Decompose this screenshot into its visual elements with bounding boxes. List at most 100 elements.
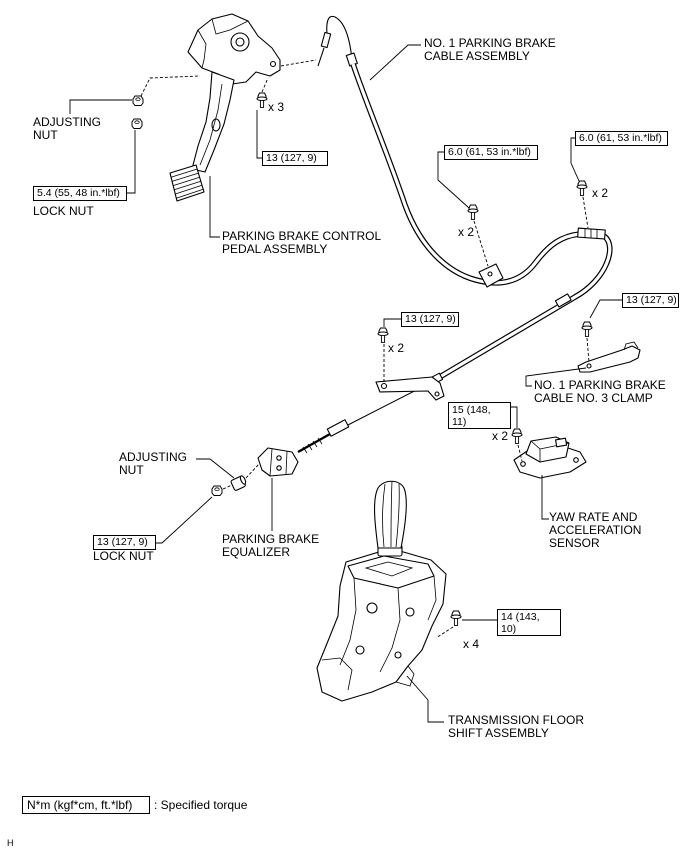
leader-line-pedal-assembly xyxy=(209,176,220,238)
cable-main-core xyxy=(351,63,581,285)
leader-line-shift-assembly xyxy=(406,675,444,723)
cable-clamp-label: NO. 1 PARKING BRAKE CABLE NO. 3 CLAMP xyxy=(534,379,666,405)
equalizer-label-line1: PARKING BRAKE xyxy=(222,532,320,546)
pedal-bracket-flange xyxy=(197,29,207,69)
clamp-bolt xyxy=(581,321,593,337)
pedal-pad-grip-line xyxy=(175,184,203,195)
lock-nut-bottom-label: LOCK NUT xyxy=(93,549,154,563)
sensor-mount-hole xyxy=(520,461,526,467)
legend-unit-box: N*m (kgf*cm, ft.*lbf) xyxy=(22,796,150,814)
leader-line-lock-nut-top xyxy=(127,130,136,194)
equalizer-label-line2: EQUALIZER xyxy=(222,545,291,559)
pedal-pad-grip xyxy=(170,168,204,199)
quantity-cable-bracket-bolts: x 2 xyxy=(388,341,405,355)
yaw-sensor-label-line2: ACCELERATION xyxy=(549,523,642,537)
cable-clamp-label-line2: CABLE NO. 3 CLAMP xyxy=(534,391,653,405)
leader-line-cable-assembly xyxy=(369,44,421,81)
quantity-pedal-bolts: x 3 xyxy=(268,100,285,114)
cable-threaded-rod xyxy=(297,419,350,454)
shift-knob xyxy=(374,480,407,549)
pedal-spring-center xyxy=(235,37,245,47)
dashed-line-mid-bolt-to-bracket xyxy=(473,220,489,267)
equalizer-body xyxy=(257,447,299,477)
lock-nut-bottom xyxy=(211,485,223,496)
cable-clamp-label-line1: NO. 1 PARKING BRAKE xyxy=(534,378,666,392)
cable-rod-fitting xyxy=(326,419,350,437)
cable-assembly-label-line2: CABLE ASSEMBLY xyxy=(424,49,530,63)
equalizer-label: PARKING BRAKE EQUALIZER xyxy=(222,533,319,559)
cable-rod-thread xyxy=(317,437,323,445)
leader-line-cable-clamp xyxy=(525,367,587,387)
pedal-pad-grip-line xyxy=(171,172,199,182)
shift-frame-hole xyxy=(366,602,378,614)
leader-line-clamp-bolt xyxy=(589,299,622,319)
dashed-line-adjusting-nut-to-equalizer xyxy=(245,463,260,479)
cable-rod-thread xyxy=(302,446,308,454)
clamp-bolt-hole xyxy=(586,363,592,369)
cable-rear-outline xyxy=(436,233,613,381)
pedal-bracket-rib xyxy=(211,18,249,35)
leader-line-adjusting-nut-bottom xyxy=(196,458,235,479)
equalizer-hole xyxy=(276,455,282,461)
shift-frame-rib xyxy=(427,575,437,621)
leader-line-adjusting-nut-top xyxy=(69,99,132,114)
quantity-sensor-bolts: x 2 xyxy=(492,429,509,443)
yaw-rate-acceleration-sensor xyxy=(513,436,587,479)
parking-brake-control-pedal-assembly xyxy=(169,13,281,202)
sensor-body-edge xyxy=(530,440,541,450)
shift-knob-ridge xyxy=(390,480,393,548)
sensor-bolt xyxy=(511,428,523,444)
cable-mid-bracket-hole xyxy=(487,271,493,277)
pedal-pad-grip-line xyxy=(174,180,201,191)
shift-assembly-label: TRANSMISSION FLOOR SHIFT ASSEMBLY xyxy=(448,714,584,740)
cable-bolt-mid xyxy=(467,204,479,220)
shift-frame xyxy=(316,550,447,702)
adjusting-nut-top-label-line2: NUT xyxy=(33,128,58,142)
dashed-line-shift-bolt xyxy=(435,626,454,639)
torque-box-cable-bolts-right: 6.0 (61, 53 in.*lbf) xyxy=(575,131,668,146)
pedal-assembly-label-line2: PEDAL ASSEMBLY xyxy=(222,242,328,256)
leader-line-cable-bracket-bolts xyxy=(383,318,401,327)
dashed-line-pedal-to-cable xyxy=(280,59,317,67)
pedal-bolt xyxy=(256,92,268,108)
pedal-pad-grip-line xyxy=(176,188,204,199)
cable-assembly-label: NO. 1 PARKING BRAKE CABLE ASSEMBLY xyxy=(424,37,556,63)
dashed-line-sensor-bolt xyxy=(517,444,523,462)
adjusting-nut-bottom-label-line1: ADJUSTING xyxy=(119,450,188,464)
cable-rear-bracket-hole xyxy=(380,382,388,390)
shift-bolt xyxy=(450,610,462,626)
adjusting-nut-bottom-label-line2: NUT xyxy=(119,463,144,477)
adjusting-nut-bottom xyxy=(230,475,247,491)
clamp-hook xyxy=(623,341,639,351)
equalizer-edge xyxy=(269,448,273,477)
cable-rod-thread xyxy=(312,440,318,448)
shift-frame-hole xyxy=(405,607,415,617)
sensor-connector xyxy=(555,437,568,448)
shift-knob-ridge xyxy=(382,483,386,548)
cable-joint-fitting xyxy=(577,227,606,240)
pedal-pad-grip-line xyxy=(170,168,198,178)
torque-box-lock-nut-bottom: 13 (127, 9) xyxy=(93,535,156,550)
cable-grommet xyxy=(554,293,572,308)
cable-front-wire xyxy=(326,15,353,61)
sensor-mount-hole xyxy=(573,457,579,463)
adjusting-nut-top xyxy=(132,95,144,106)
yaw-sensor-label-line1: YAW RATE AND xyxy=(549,510,638,524)
lock-nut-top xyxy=(131,118,143,129)
pedal-arm-rib xyxy=(199,83,223,166)
shift-assembly-label-line1: TRANSMISSION FLOOR xyxy=(448,713,585,727)
cable-joint-body xyxy=(577,227,606,240)
shift-assembly-label-line2: SHIFT ASSEMBLY xyxy=(448,726,549,740)
leader-line-pedal-bolts xyxy=(256,110,262,159)
lock-nut-top-label: LOCK NUT xyxy=(33,204,94,218)
torque-box-shift-bolts-line2: 10) xyxy=(501,623,517,635)
torque-box-clamp-bolt: 13 (127, 9) xyxy=(622,293,679,308)
dashed-line-bolt-to-pedal xyxy=(261,77,269,93)
equalizer-hole xyxy=(276,465,282,471)
shift-frame-hole xyxy=(394,651,402,659)
parking-brake-equalizer xyxy=(257,447,299,477)
torque-box-sensor-bolts-line2: 11) xyxy=(452,416,467,428)
pedal-pad-grip-line xyxy=(173,176,200,186)
corner-code: H xyxy=(7,838,14,848)
equalizer-edge xyxy=(285,450,288,475)
